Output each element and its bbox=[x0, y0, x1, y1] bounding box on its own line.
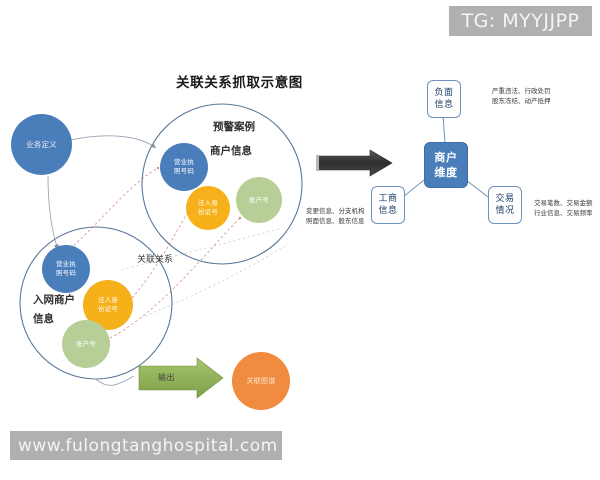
lower-group-label-line1: 入网商户 bbox=[33, 294, 75, 306]
node-text-line2: 信息 bbox=[378, 206, 398, 216]
site-watermark-banner: www.fulongtanghospital.com bbox=[10, 431, 282, 460]
center-to-transaction bbox=[465, 179, 489, 198]
mindmap-note-commerce: 变更信息、分支机构 照面信息、股东信息 bbox=[306, 206, 365, 226]
tg-watermark-banner: TG: MYYJJPP bbox=[449, 6, 592, 36]
relation-line-license bbox=[69, 166, 160, 250]
bubble-text-line1: 营业执 bbox=[173, 158, 195, 166]
mindmap-note-negative: 严重违法、行政处罚 股东冻结、动产抵押 bbox=[492, 86, 551, 106]
note-line1: 交易笔数、交易金额 bbox=[534, 199, 593, 207]
node-text-line1: 负面 bbox=[434, 88, 454, 98]
bubble-text-line2: 份证号 bbox=[197, 208, 219, 216]
center-to-negative bbox=[442, 115, 446, 143]
upper-bubble-idcard[interactable]: 法人身 份证号 bbox=[186, 186, 230, 230]
note-line2: 照面信息、股东信息 bbox=[306, 217, 365, 225]
note-line1: 严重违法、行政处罚 bbox=[492, 87, 551, 95]
mindmap-node-commerce[interactable]: 工商 信息 bbox=[371, 186, 405, 224]
node-text-line1: 交易 bbox=[495, 194, 515, 204]
node-text-line2: 信息 bbox=[434, 100, 454, 110]
note-line2: 股东冻结、动产抵押 bbox=[492, 97, 551, 105]
bubble-text-line1: 账户号 bbox=[75, 339, 97, 348]
note-line1: 变更信息、分支机构 bbox=[306, 207, 365, 215]
output-result-label: 关联图谱 bbox=[246, 376, 276, 385]
bizdef-to-upper bbox=[69, 135, 157, 149]
upper-group-label-line1: 预警案例 bbox=[213, 121, 255, 133]
lower-group-label-line2: 信息 bbox=[33, 313, 54, 325]
mindmap-note-transaction: 交易笔数、交易金额 行业信息、交易频率 bbox=[534, 198, 593, 218]
diagram-title: 关联关系抓取示意图 bbox=[176, 75, 303, 91]
center-text-line1: 商户 bbox=[434, 151, 458, 164]
transition-arrow bbox=[316, 149, 393, 177]
lower-bubble-account[interactable]: 账户号 bbox=[62, 320, 110, 368]
bizdef-to-lower bbox=[47, 175, 59, 251]
business-definition-label: 业务定义 bbox=[26, 140, 57, 149]
upper-group-label-line2: 商户信息 bbox=[210, 145, 252, 157]
bubble-text-line1: 法人身 bbox=[97, 296, 119, 304]
relation-label: 关联关系 bbox=[137, 255, 174, 265]
bubble-text-line2: 照号码 bbox=[173, 167, 195, 175]
lower-bubble-idcard[interactable]: 法人身 份证号 bbox=[83, 280, 133, 330]
node-text-line2: 情况 bbox=[495, 206, 515, 216]
business-definition-node[interactable]: 业务定义 bbox=[11, 114, 72, 175]
mindmap-center-node[interactable]: 商户 维度 bbox=[424, 142, 468, 188]
output-result-node[interactable]: 关联图谱 bbox=[232, 352, 290, 410]
center-to-commerce bbox=[402, 179, 425, 198]
upper-bubble-license[interactable]: 营业执 照号码 bbox=[160, 143, 208, 191]
mindmap-node-negative[interactable]: 负面 信息 bbox=[427, 80, 461, 118]
bubble-text-line2: 照号码 bbox=[55, 269, 77, 277]
mindmap-node-transaction[interactable]: 交易 情况 bbox=[488, 186, 522, 224]
center-text-line2: 维度 bbox=[434, 166, 458, 179]
relation-line-account bbox=[109, 216, 242, 339]
bubble-text-line1: 法人身 bbox=[197, 199, 219, 207]
output-arrow-label: 输出 bbox=[158, 373, 175, 382]
upper-bubble-account[interactable]: 账户号 bbox=[236, 177, 282, 223]
note-line2: 行业信息、交易频率 bbox=[534, 209, 593, 217]
lower-to-output bbox=[95, 375, 135, 386]
lower-bubble-license[interactable]: 营业执 照号码 bbox=[42, 245, 90, 293]
bubble-text-line1: 营业执 bbox=[55, 260, 77, 268]
bubble-text-line1: 账户号 bbox=[248, 195, 270, 204]
bubble-text-line2: 份证号 bbox=[97, 305, 119, 313]
output-arrow bbox=[138, 357, 224, 399]
node-text-line1: 工商 bbox=[378, 194, 398, 204]
